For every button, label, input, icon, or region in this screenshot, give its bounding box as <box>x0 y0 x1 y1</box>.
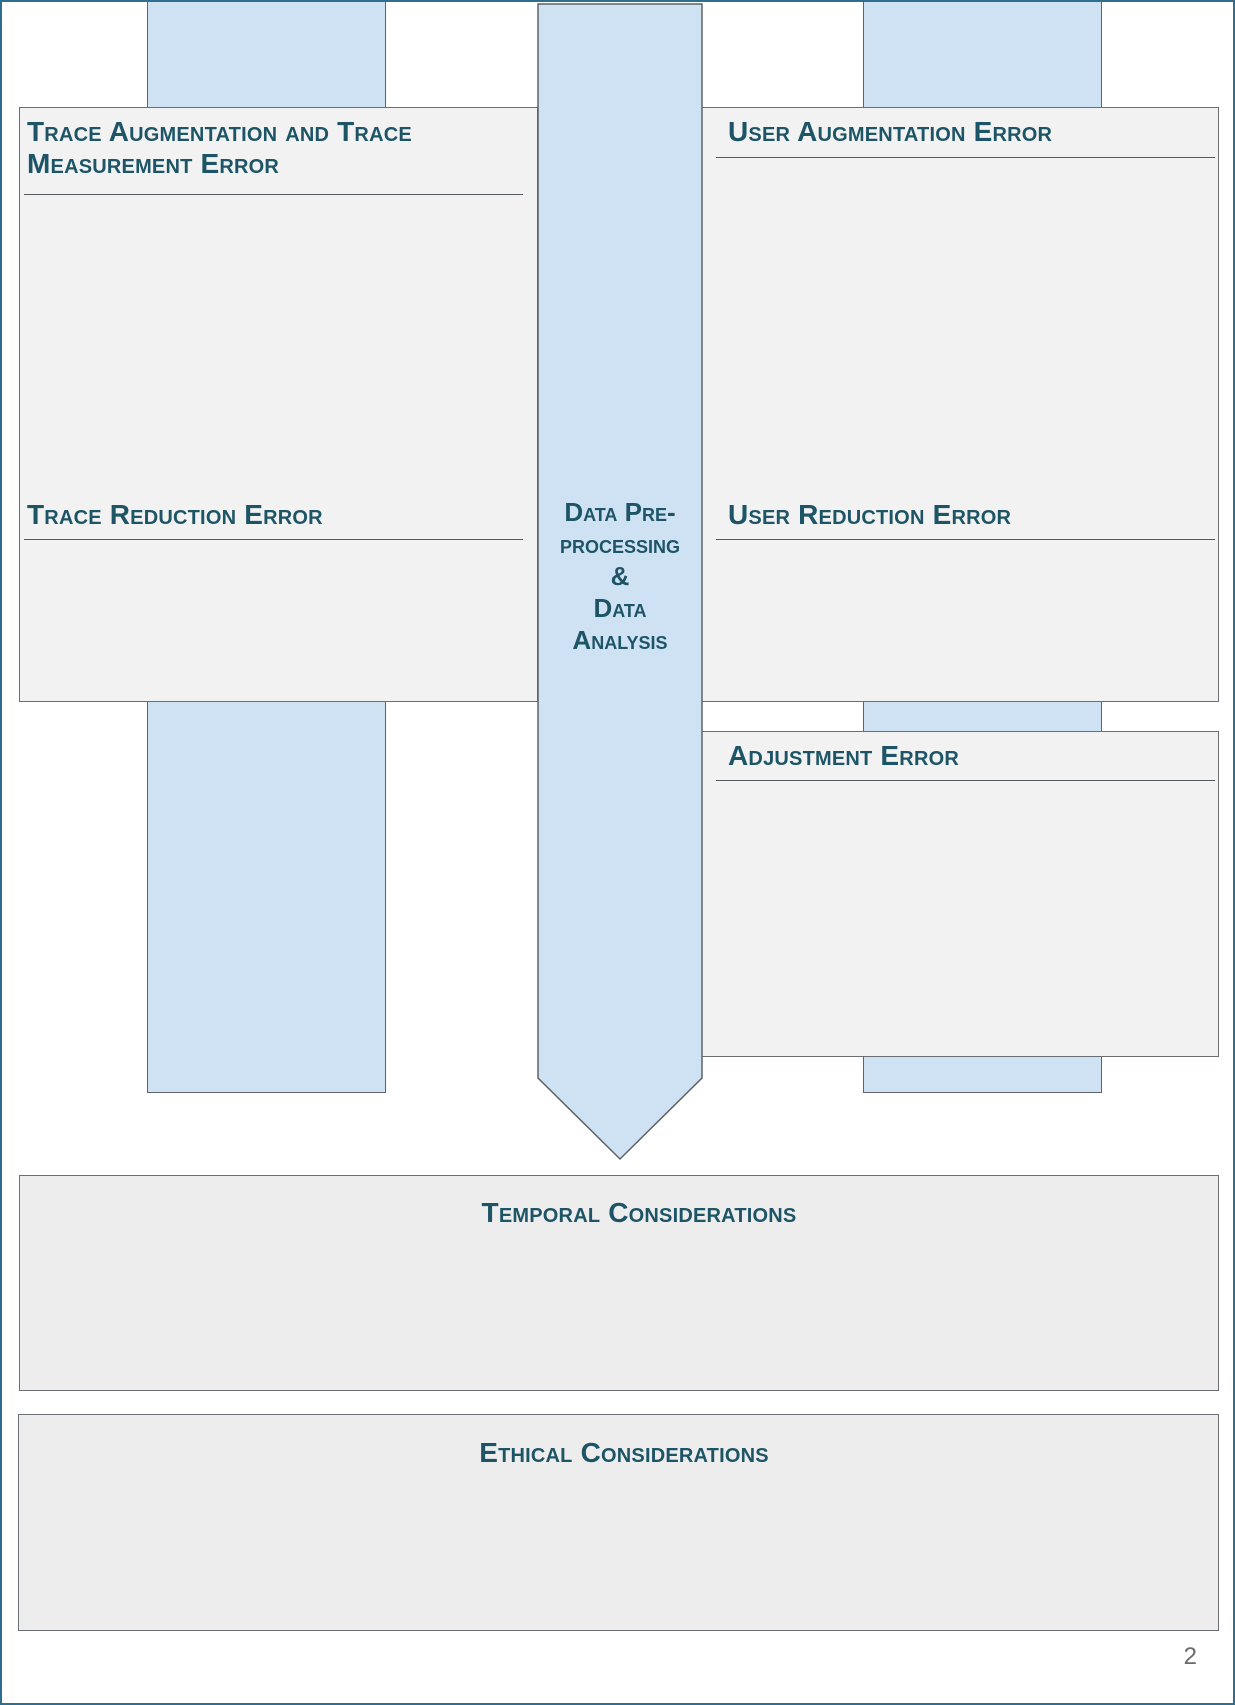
user-reduction-rule <box>716 539 1215 540</box>
left-column-bottom <box>147 700 386 1093</box>
temporal-considerations-heading: Temporal Considerations <box>481 1197 797 1228</box>
ethical-considerations-heading: Ethical Considerations <box>479 1437 769 1468</box>
user-augmentation-rule <box>716 157 1215 158</box>
adjustment-error-box <box>700 731 1219 1057</box>
user-augmentation-heading: User Augmentation Error <box>728 116 1053 147</box>
temporal-considerations-box <box>19 1175 1219 1391</box>
page-number: 2 <box>1183 1643 1197 1670</box>
user-error-box <box>700 107 1219 702</box>
trace-augmentation-heading: Trace Augmentation and Trace Measurement… <box>27 116 412 179</box>
adjustment-rule <box>716 780 1215 781</box>
trace-reduction-rule <box>24 539 523 540</box>
trace-reduction-heading: Trace Reduction Error <box>27 499 323 530</box>
trace-augmentation-rule <box>24 194 523 195</box>
user-reduction-heading: User Reduction Error <box>728 499 1012 530</box>
data-processing-label: Data Pre- processing & Data Analysis <box>538 496 702 656</box>
right-column-top <box>863 2 1102 108</box>
center-label-line: & <box>610 561 630 591</box>
center-label-line: processing <box>559 529 681 559</box>
right-column-middle <box>863 700 1102 734</box>
adjustment-heading: Adjustment Error <box>728 740 959 771</box>
ethical-considerations-box <box>18 1414 1219 1631</box>
center-label-line: Analysis <box>572 625 668 655</box>
center-label-line: Data <box>593 593 647 623</box>
right-column-bottom <box>863 1054 1102 1093</box>
center-label-line: Data Pre- <box>564 497 676 527</box>
left-column-top <box>147 2 386 108</box>
